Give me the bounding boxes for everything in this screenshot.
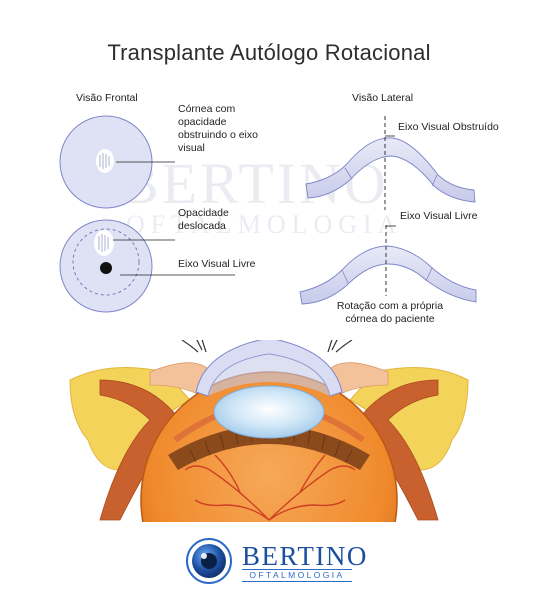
lateral-cornea-rotated [299, 225, 477, 305]
label-lateral-axis-free: Eixo Visual Livre [400, 210, 478, 222]
lateral-cornea-obstructed [305, 116, 476, 210]
brand-subtitle: OFTALMOLOGIA [242, 569, 352, 582]
brand-eye-icon [186, 538, 232, 584]
label-rotation: Rotação com a própria córnea do paciente [336, 300, 444, 325]
label-frontal-axis-free: Eixo Visual Livre [178, 258, 256, 270]
brand-logo: BERTINO OFTALMOLOGIA [184, 537, 366, 587]
label-axis-obstructed: Eixo Visual Obstruído [398, 121, 499, 133]
label-cornea-opacity: Córnea com opacidade obstruindo o eixo v… [178, 103, 258, 154]
frontal-cornea-rotated [59, 219, 235, 313]
brand-name: BERTINO [242, 541, 368, 571]
lateral-view-heading: Visão Lateral [352, 92, 414, 104]
frontal-view-heading: Visão Frontal [76, 92, 138, 104]
label-opacity-moved: Opacidade deslocada [178, 207, 229, 232]
page-title: Transplante Autólogo Rotacional [107, 40, 431, 65]
frontal-cornea-obstructed [59, 115, 175, 209]
eye-cross-section [69, 340, 469, 522]
